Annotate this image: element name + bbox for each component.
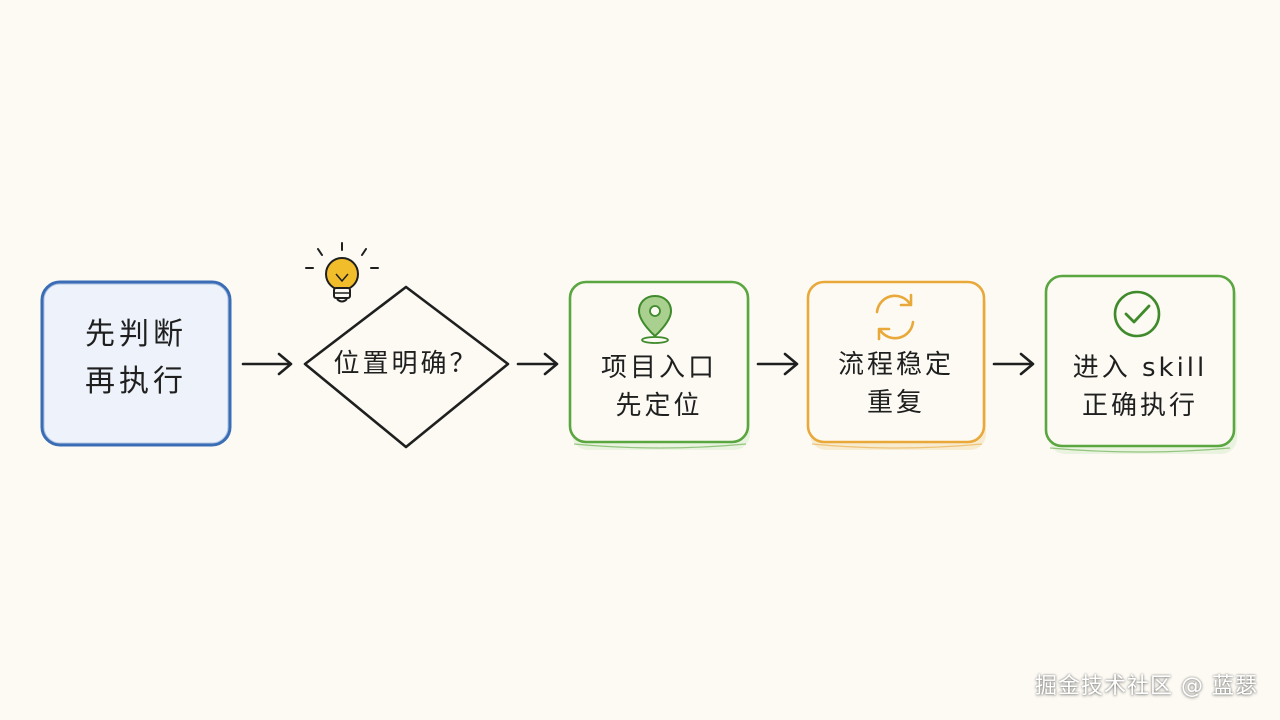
label-line: 位置明确？: [333, 349, 479, 379]
check-circle-icon: [1113, 290, 1161, 338]
label-line: 先判断: [85, 317, 187, 352]
refresh-cycle-icon: [875, 293, 915, 341]
decision-diamond: [303, 285, 510, 449]
arrow-2: [516, 352, 559, 376]
step-locate-entry-box: [568, 280, 750, 450]
label-line: 进入 skill: [1072, 353, 1208, 383]
label-line: 流程稳定: [837, 350, 954, 380]
location-pin-icon: [637, 294, 673, 344]
label-line: 项目入口: [600, 353, 717, 383]
lightbulb-icon: [305, 242, 379, 303]
arrow-4: [992, 352, 1035, 376]
decision-label: 位置明确？: [322, 346, 490, 384]
arrow-1: [241, 352, 293, 376]
step-stable-flow-box: [806, 280, 986, 450]
label-line: 重复: [866, 387, 925, 418]
step-locate-entry-label: 项目入口 先定位: [570, 350, 748, 425]
watermark: 掘金技术社区 @ 蓝瑟: [1035, 674, 1258, 699]
label-line: 正确执行: [1081, 390, 1198, 421]
label-line: 先定位: [615, 390, 703, 421]
step-enter-skill-box: [1044, 274, 1237, 454]
label-line: 再执行: [85, 363, 187, 399]
step-enter-skill-label: 进入 skill 正确执行: [1046, 350, 1234, 425]
step-stable-flow-label: 流程稳定 重复: [808, 347, 984, 422]
step-judge-first-box: [40, 280, 232, 447]
step-judge-first-label: 先判断 再执行: [42, 312, 230, 405]
arrow-3: [756, 352, 799, 376]
